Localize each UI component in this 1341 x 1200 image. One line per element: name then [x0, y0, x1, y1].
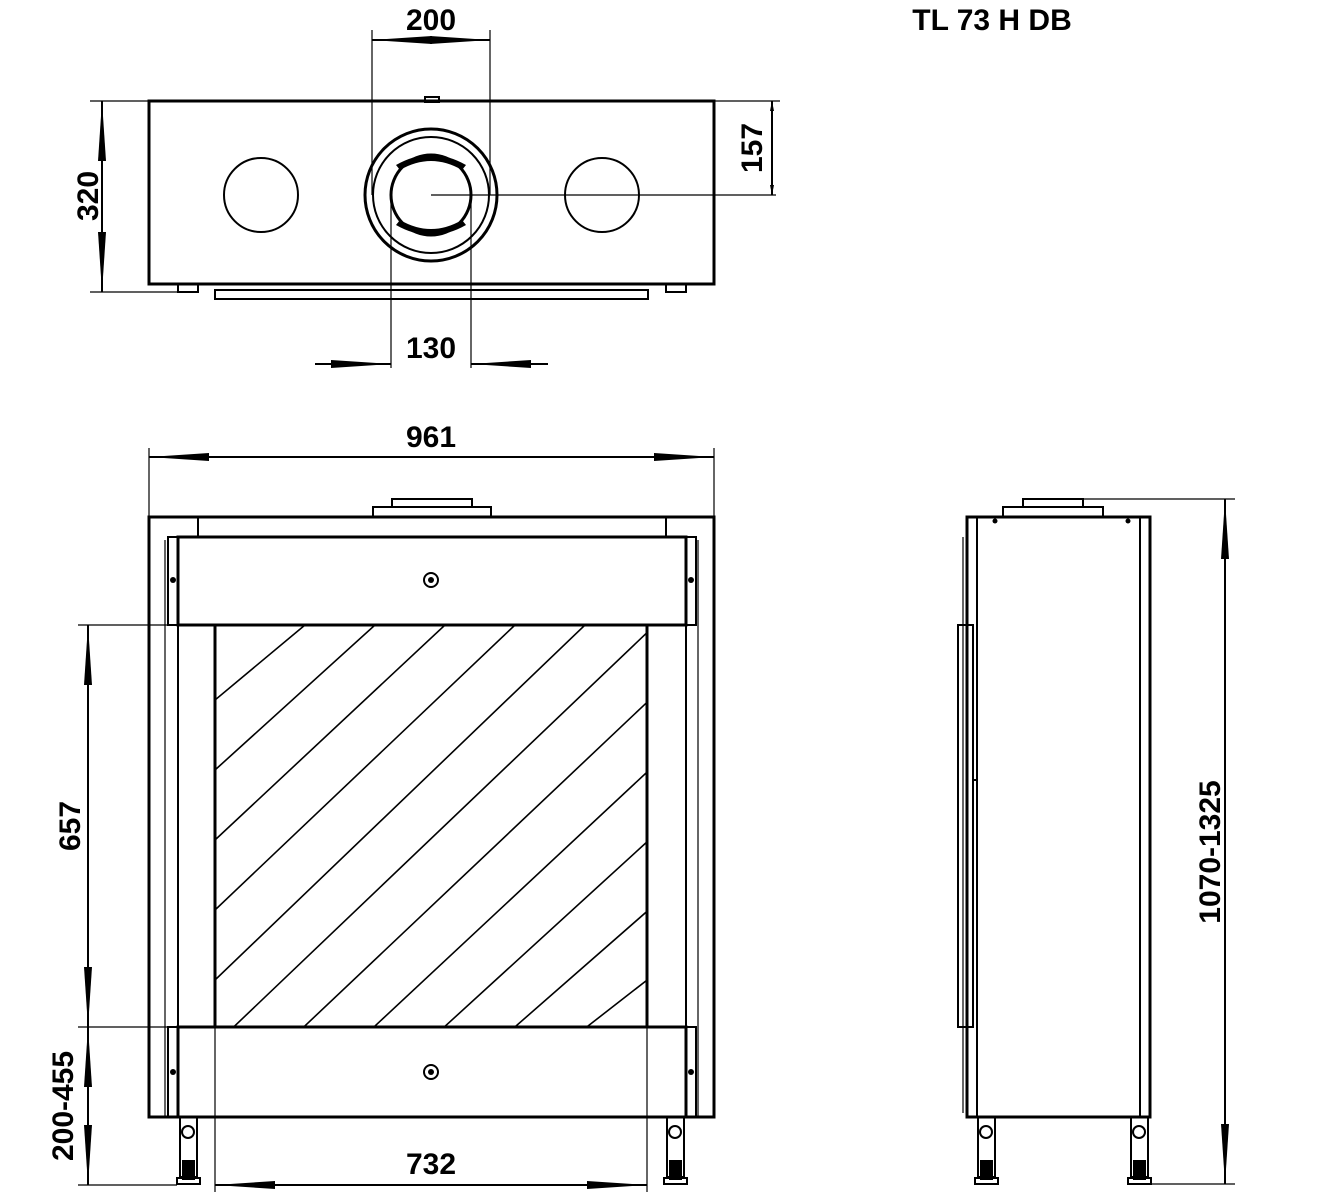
dim-flue-outer-label: 200: [406, 4, 456, 37]
dim-flue-offset-label: 157: [736, 123, 769, 173]
front-view: 961: [47, 421, 716, 1192]
glass-hatch: [215, 625, 647, 1027]
top-view: 200 320 157 130: [72, 4, 780, 368]
glass-panel: [213, 623, 649, 1029]
dim-leg-height-label: 200-455: [47, 1051, 80, 1161]
dim-glass-height-label: 657: [54, 801, 87, 851]
model-title: TL 73 H DB: [912, 4, 1071, 37]
dim-top-depth-label: 320: [72, 171, 105, 221]
dim-flue-inner-label: 130: [406, 332, 456, 365]
dim-front-width-label: 961: [406, 421, 456, 454]
side-view: 1070-1325: [957, 498, 1235, 1185]
dim-total-height-label: 1070-1325: [1194, 780, 1227, 923]
left-port-circle: [223, 157, 299, 233]
dim-glass-width-label: 732: [406, 1148, 456, 1181]
